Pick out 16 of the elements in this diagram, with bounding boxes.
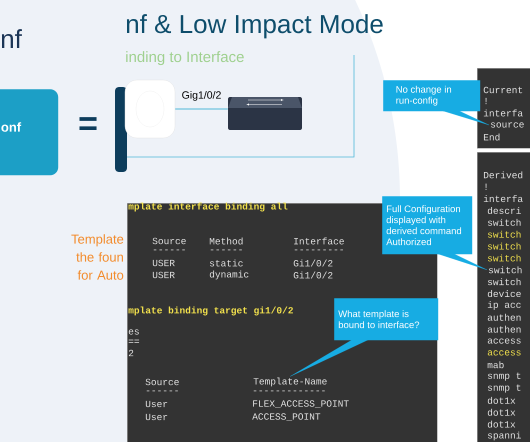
callout-pointer — [438, 254, 488, 270]
edge-label: Gig1/0/2 — [180, 90, 222, 102]
code-line: switch — [488, 266, 522, 274]
title: nf & Low Impact Mode — [126, 14, 383, 38]
access-point-drawing — [124, 80, 176, 138]
subtitle: inding to Interface — [126, 51, 244, 66]
feature-tile: onf — [0, 89, 58, 176]
equals-sign: = — [79, 117, 97, 130]
code-line: source — [490, 122, 524, 128]
heading: nf — [2, 29, 22, 48]
code-line: Template-Name — [254, 378, 327, 386]
switch-drawing — [228, 97, 302, 130]
connector-line — [174, 108, 228, 110]
note-text: Template the foun for Auto — [71, 234, 124, 280]
callout-pointer — [442, 110, 490, 126]
callout-pointer — [290, 340, 368, 376]
